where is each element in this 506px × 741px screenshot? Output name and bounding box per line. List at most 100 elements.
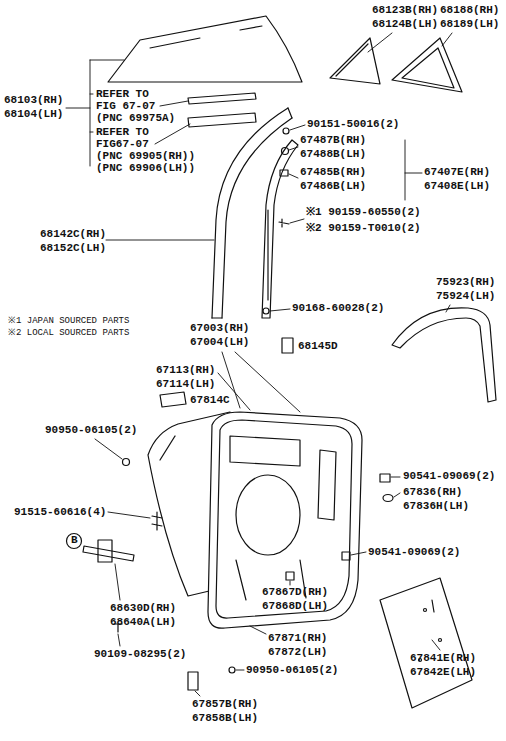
run-channel-stroke [212,108,292,318]
door-inner-panel-stroke [208,412,362,628]
part-number: FIG 67-07 [96,100,155,113]
leader-lines-stroke [446,305,450,312]
leader-lines-stroke [95,439,122,459]
door-check-stroke [98,540,112,562]
leader-lines-stroke [368,33,392,52]
part-number: 68152C(LH) [40,242,106,255]
quarter-glass-stroke [330,38,380,84]
part-number: 67867D(RH) [262,586,328,599]
small-parts-stroke [380,474,390,482]
part-number: 67407E(RH) [424,166,490,179]
part-number: 90950-06105(2) [246,664,338,677]
quarter-glass-stroke [336,44,368,76]
leader-lines-stroke [195,691,200,696]
small-fasteners-stroke [263,308,269,314]
small-parts-stroke [160,392,186,407]
small-parts-stroke [342,552,350,560]
footnote: ※2 LOCAL SOURCED PARTS [8,328,129,339]
small-fasteners [263,128,289,314]
part-number: 67868D(LH) [262,600,328,613]
small-parts [123,338,394,690]
leader-lines-stroke [118,634,120,646]
part-number: 67872(LH) [268,646,327,659]
part-number: 90109-08295(2) [94,648,186,661]
glass-channel [188,93,256,127]
part-number: 68123B(RH) [372,4,438,17]
leader-lines [66,33,452,696]
door-inner-panel-stroke [318,450,336,520]
door-glass [108,16,302,82]
service-cover [380,578,472,708]
leader-lines-stroke [290,219,304,223]
leader-lines-stroke [250,626,266,634]
service-cover-stroke [380,578,472,708]
part-number: 67814C [190,394,230,407]
leader-lines-stroke [351,552,366,555]
door-check-stroke [67,534,82,549]
part-number: 68188(RH) [440,4,499,17]
part-number: 68145D [298,340,338,353]
part-number: REFER TO [96,126,149,139]
quarter-glass-frame [392,38,462,92]
small-parts-stroke [383,495,393,502]
run-channel-stroke [222,118,292,318]
part-number: 90541-09069(2) [368,546,460,559]
part-number: 90950-06105(2) [45,424,137,437]
part-number: 68630D(RH) [110,602,176,615]
part-number: 68189(LH) [440,18,499,31]
door-glass-stroke [150,26,262,48]
part-number: 75923(RH) [436,276,495,289]
part-number: REFER TO [96,88,149,101]
footnote: ※1 JAPAN SOURCED PARTS [8,316,129,327]
part-number: ※2 90159-T0010(2) [306,222,421,235]
part-number: 68640A(LH) [110,616,176,629]
part-number: 67488B(LH) [300,148,366,161]
small-parts-stroke [188,672,198,690]
small-fasteners-stroke [280,170,288,176]
leader-lines-stroke [270,309,290,311]
part-number: 67836(RH) [403,486,462,499]
service-cover-stroke [432,600,434,612]
leader-lines-stroke [289,174,298,178]
part-number: 67113(RH) [156,364,215,377]
small-parts-stroke [229,667,235,673]
door-inner-panel-stroke [216,420,352,618]
quarter-glass-frame-stroke [392,38,462,92]
small-fasteners-stroke [279,219,289,227]
part-number: 68142C(RH) [40,228,106,241]
door-inner-panel-stroke [230,436,300,466]
door-outer-panel-stroke [160,436,175,460]
part-number: 90151-50016(2) [307,118,399,131]
part-number: 75924(LH) [436,290,495,303]
part-number: 67114(LH) [156,378,215,391]
part-number: ※1 90159-60550(2) [306,206,421,219]
door-inner-panel [208,412,362,628]
leader-lines-stroke [432,640,440,650]
part-number: 90168-60028(2) [292,302,384,315]
part-number: 90541-09069(2) [403,470,495,483]
leader-lines-stroke [115,564,120,600]
leader-lines-stroke [108,512,150,518]
part-number: 68103(RH) [4,94,63,107]
part-number: B [71,534,78,547]
leader-lines-stroke [391,477,400,478]
small-parts-stroke [282,338,293,353]
part-number: 67004(LH) [190,336,249,349]
part-number: 67408E(LH) [424,180,490,193]
leader-lines-stroke [106,240,214,241]
part-number: 67857B(RH) [192,698,258,711]
door-check-stroke [83,546,134,561]
part-number: 68104(LH) [4,108,63,121]
door-glass-stroke [108,16,302,82]
service-cover-stroke [439,639,442,642]
wheel-moulding [392,308,496,402]
division-bar-stroke [267,210,268,300]
part-number: 91515-60616(4) [14,506,106,519]
leader-lines-stroke [394,493,400,497]
quarter-glass-frame-stroke [402,48,454,88]
part-number: FIG67-07 [96,138,149,151]
leader-lines-stroke [290,581,291,585]
leader-lines-stroke [289,147,298,150]
